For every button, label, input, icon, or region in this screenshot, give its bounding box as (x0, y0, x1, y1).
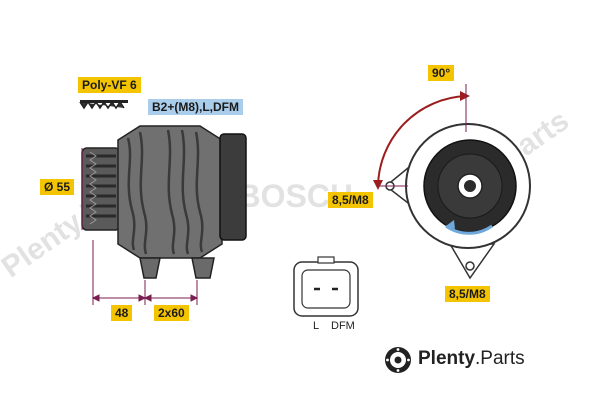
rear-cap (219, 133, 247, 241)
connector-plug (293, 256, 359, 317)
belt-profile-icon (79, 100, 128, 110)
connector-pin-dfm-label: DFM (331, 320, 355, 332)
brand-suffix: .Parts (475, 348, 525, 369)
pulley (81, 147, 121, 231)
belt-type-label: Poly-VF 6 (78, 77, 141, 93)
plenty-parts-logo-icon (385, 347, 411, 373)
upper-mount-label: 8,5/M8 (328, 192, 373, 208)
mount-foot-rear (191, 257, 215, 279)
angle-label: 90° (428, 65, 455, 81)
cooling-ribs (126, 129, 204, 255)
terminals-label: B2+(M8),L,DFM (148, 99, 243, 115)
brand-text: Plenty.Parts (418, 348, 525, 370)
lower-mount-hole (465, 261, 475, 271)
brand-name: Plenty (418, 348, 476, 369)
rotation-direction-arrow (445, 224, 493, 235)
alternator-side-view (79, 100, 247, 279)
mount-foot-front (139, 257, 161, 279)
dimension-2x60-label: 2x60 (154, 305, 189, 321)
dimension-lines (81, 148, 199, 305)
angle-arc-arrow (377, 95, 467, 187)
connector-pin-l-label: L (313, 320, 320, 332)
lower-mount-lug (448, 243, 496, 280)
dimension-48-label: 48 (111, 305, 133, 321)
plenty-parts-brand: Plenty.Parts (418, 348, 525, 370)
alternator-front-view (373, 84, 531, 280)
lower-mount-label: 8,5/M8 (445, 286, 490, 302)
pulley-diameter-label: Ø 55 (40, 179, 75, 195)
